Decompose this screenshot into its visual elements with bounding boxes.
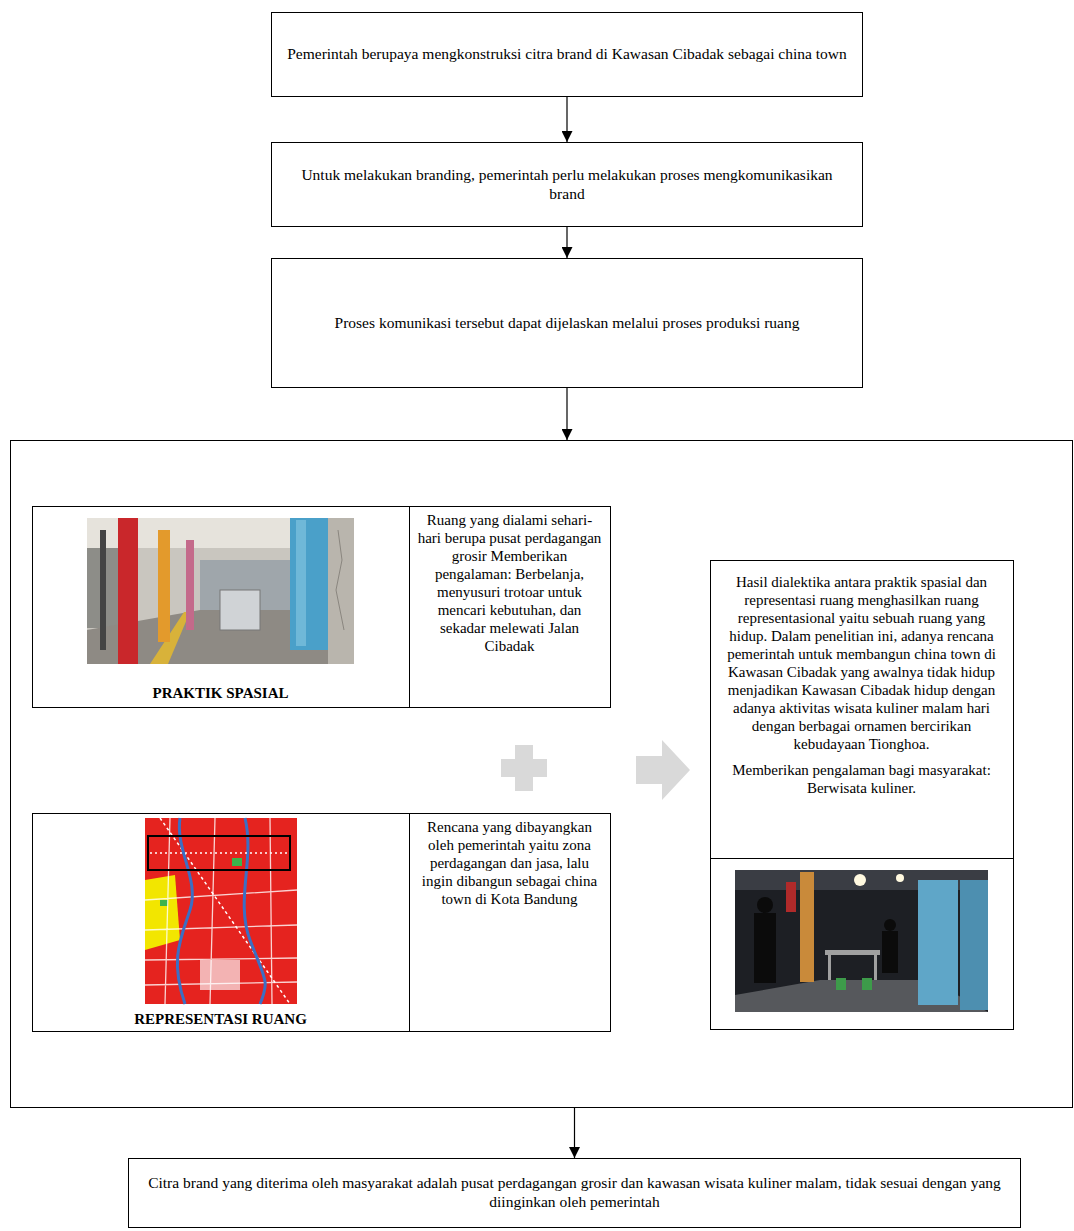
photo-blue-shutter bbox=[960, 880, 988, 1010]
map-dotted-road bbox=[150, 852, 288, 854]
map-yellow-zone bbox=[145, 875, 180, 950]
photo-lamp bbox=[854, 874, 866, 886]
concept-panel: REPRESENTASI RUANGRencana yang dibayangk… bbox=[32, 813, 611, 1032]
photo-cart bbox=[220, 590, 260, 630]
photo-stool bbox=[836, 978, 846, 990]
process-box: Proses komunikasi tersebut dapat dijelas… bbox=[271, 258, 863, 388]
photo-orange-pillar bbox=[158, 530, 170, 642]
box-text: Untuk melakukan branding, pemerintah per… bbox=[272, 162, 862, 207]
box-text: Citra brand yang diterima oleh masyaraka… bbox=[129, 1170, 1020, 1215]
photo-banner bbox=[786, 882, 796, 912]
photo-wall bbox=[328, 518, 354, 664]
photo-person bbox=[882, 931, 898, 973]
box-text: Proses komunikasi tersebut dapat dijelas… bbox=[272, 310, 862, 337]
map-dotted-road bbox=[160, 818, 290, 1004]
photo-wall-crack bbox=[336, 530, 344, 630]
map-green-zone bbox=[160, 900, 168, 906]
photo-pole bbox=[100, 530, 106, 650]
panel-text: Memberikan pengalaman bagi masyarakat: B… bbox=[719, 761, 1005, 797]
photo-blue-shutter bbox=[918, 880, 958, 1005]
map-ground bbox=[145, 818, 297, 1004]
box-text: Pemerintah berupaya mengkonstruksi citra… bbox=[272, 41, 862, 68]
plus-symbol bbox=[501, 745, 547, 791]
photo-table-leg bbox=[874, 955, 877, 980]
result-panel: Hasil dialektika antara praktik spasial … bbox=[710, 560, 1014, 1030]
map-green-zone bbox=[232, 858, 242, 866]
photo-blue-shutter bbox=[290, 518, 328, 650]
flow-arrow bbox=[566, 227, 567, 258]
photo-red-pillar bbox=[118, 518, 138, 664]
photo-ground bbox=[735, 870, 988, 1012]
photo-person bbox=[754, 913, 776, 983]
text-cell: Hasil dialektika antara praktik spasial … bbox=[711, 561, 1013, 859]
process-box: Untuk melakukan branding, pemerintah per… bbox=[271, 142, 863, 227]
map-river bbox=[244, 818, 265, 1004]
conclusion-box: Citra brand yang diterima oleh masyaraka… bbox=[128, 1158, 1021, 1228]
photo-table bbox=[825, 950, 880, 955]
concept-panel: PRAKTIK SPASIALRuang yang dialami sehari… bbox=[32, 506, 611, 708]
map-pink-zone bbox=[200, 960, 240, 990]
zoning-map bbox=[145, 818, 297, 1004]
flow-arrow bbox=[566, 388, 567, 440]
photo-ground bbox=[87, 518, 354, 664]
map-study-area bbox=[148, 836, 290, 870]
photo-orange-pillar bbox=[800, 872, 814, 982]
photo-lamp bbox=[896, 874, 904, 882]
photo-person bbox=[884, 919, 896, 931]
panel-text: Ruang yang dialami sehari-hari berupa pu… bbox=[409, 507, 610, 707]
panel-text: Hasil dialektika antara praktik spasial … bbox=[719, 573, 1005, 753]
process-box: Pemerintah berupaya mengkonstruksi citra… bbox=[271, 12, 863, 97]
flow-arrow bbox=[566, 97, 567, 142]
photo-pink-pillar bbox=[186, 540, 194, 630]
photo-shutter-shine bbox=[296, 520, 306, 646]
group-frame: PRAKTIK SPASIALRuang yang dialami sehari… bbox=[10, 440, 1073, 1108]
map-grid bbox=[145, 818, 297, 1004]
flow-arrow bbox=[574, 1108, 575, 1158]
photo-stool bbox=[862, 978, 872, 990]
photo-table-leg bbox=[828, 955, 831, 980]
result-arrow bbox=[636, 740, 690, 800]
street-photo bbox=[87, 518, 354, 664]
panel-text: Rencana yang dibayangkan oleh pemerintah… bbox=[409, 814, 610, 1031]
photo-person bbox=[757, 897, 773, 913]
map-river bbox=[177, 818, 192, 1004]
night-photo bbox=[735, 870, 988, 1012]
panel-label: REPRESENTASI RUANG bbox=[33, 1010, 409, 1028]
panel-label: PRAKTIK SPASIAL bbox=[33, 684, 409, 702]
